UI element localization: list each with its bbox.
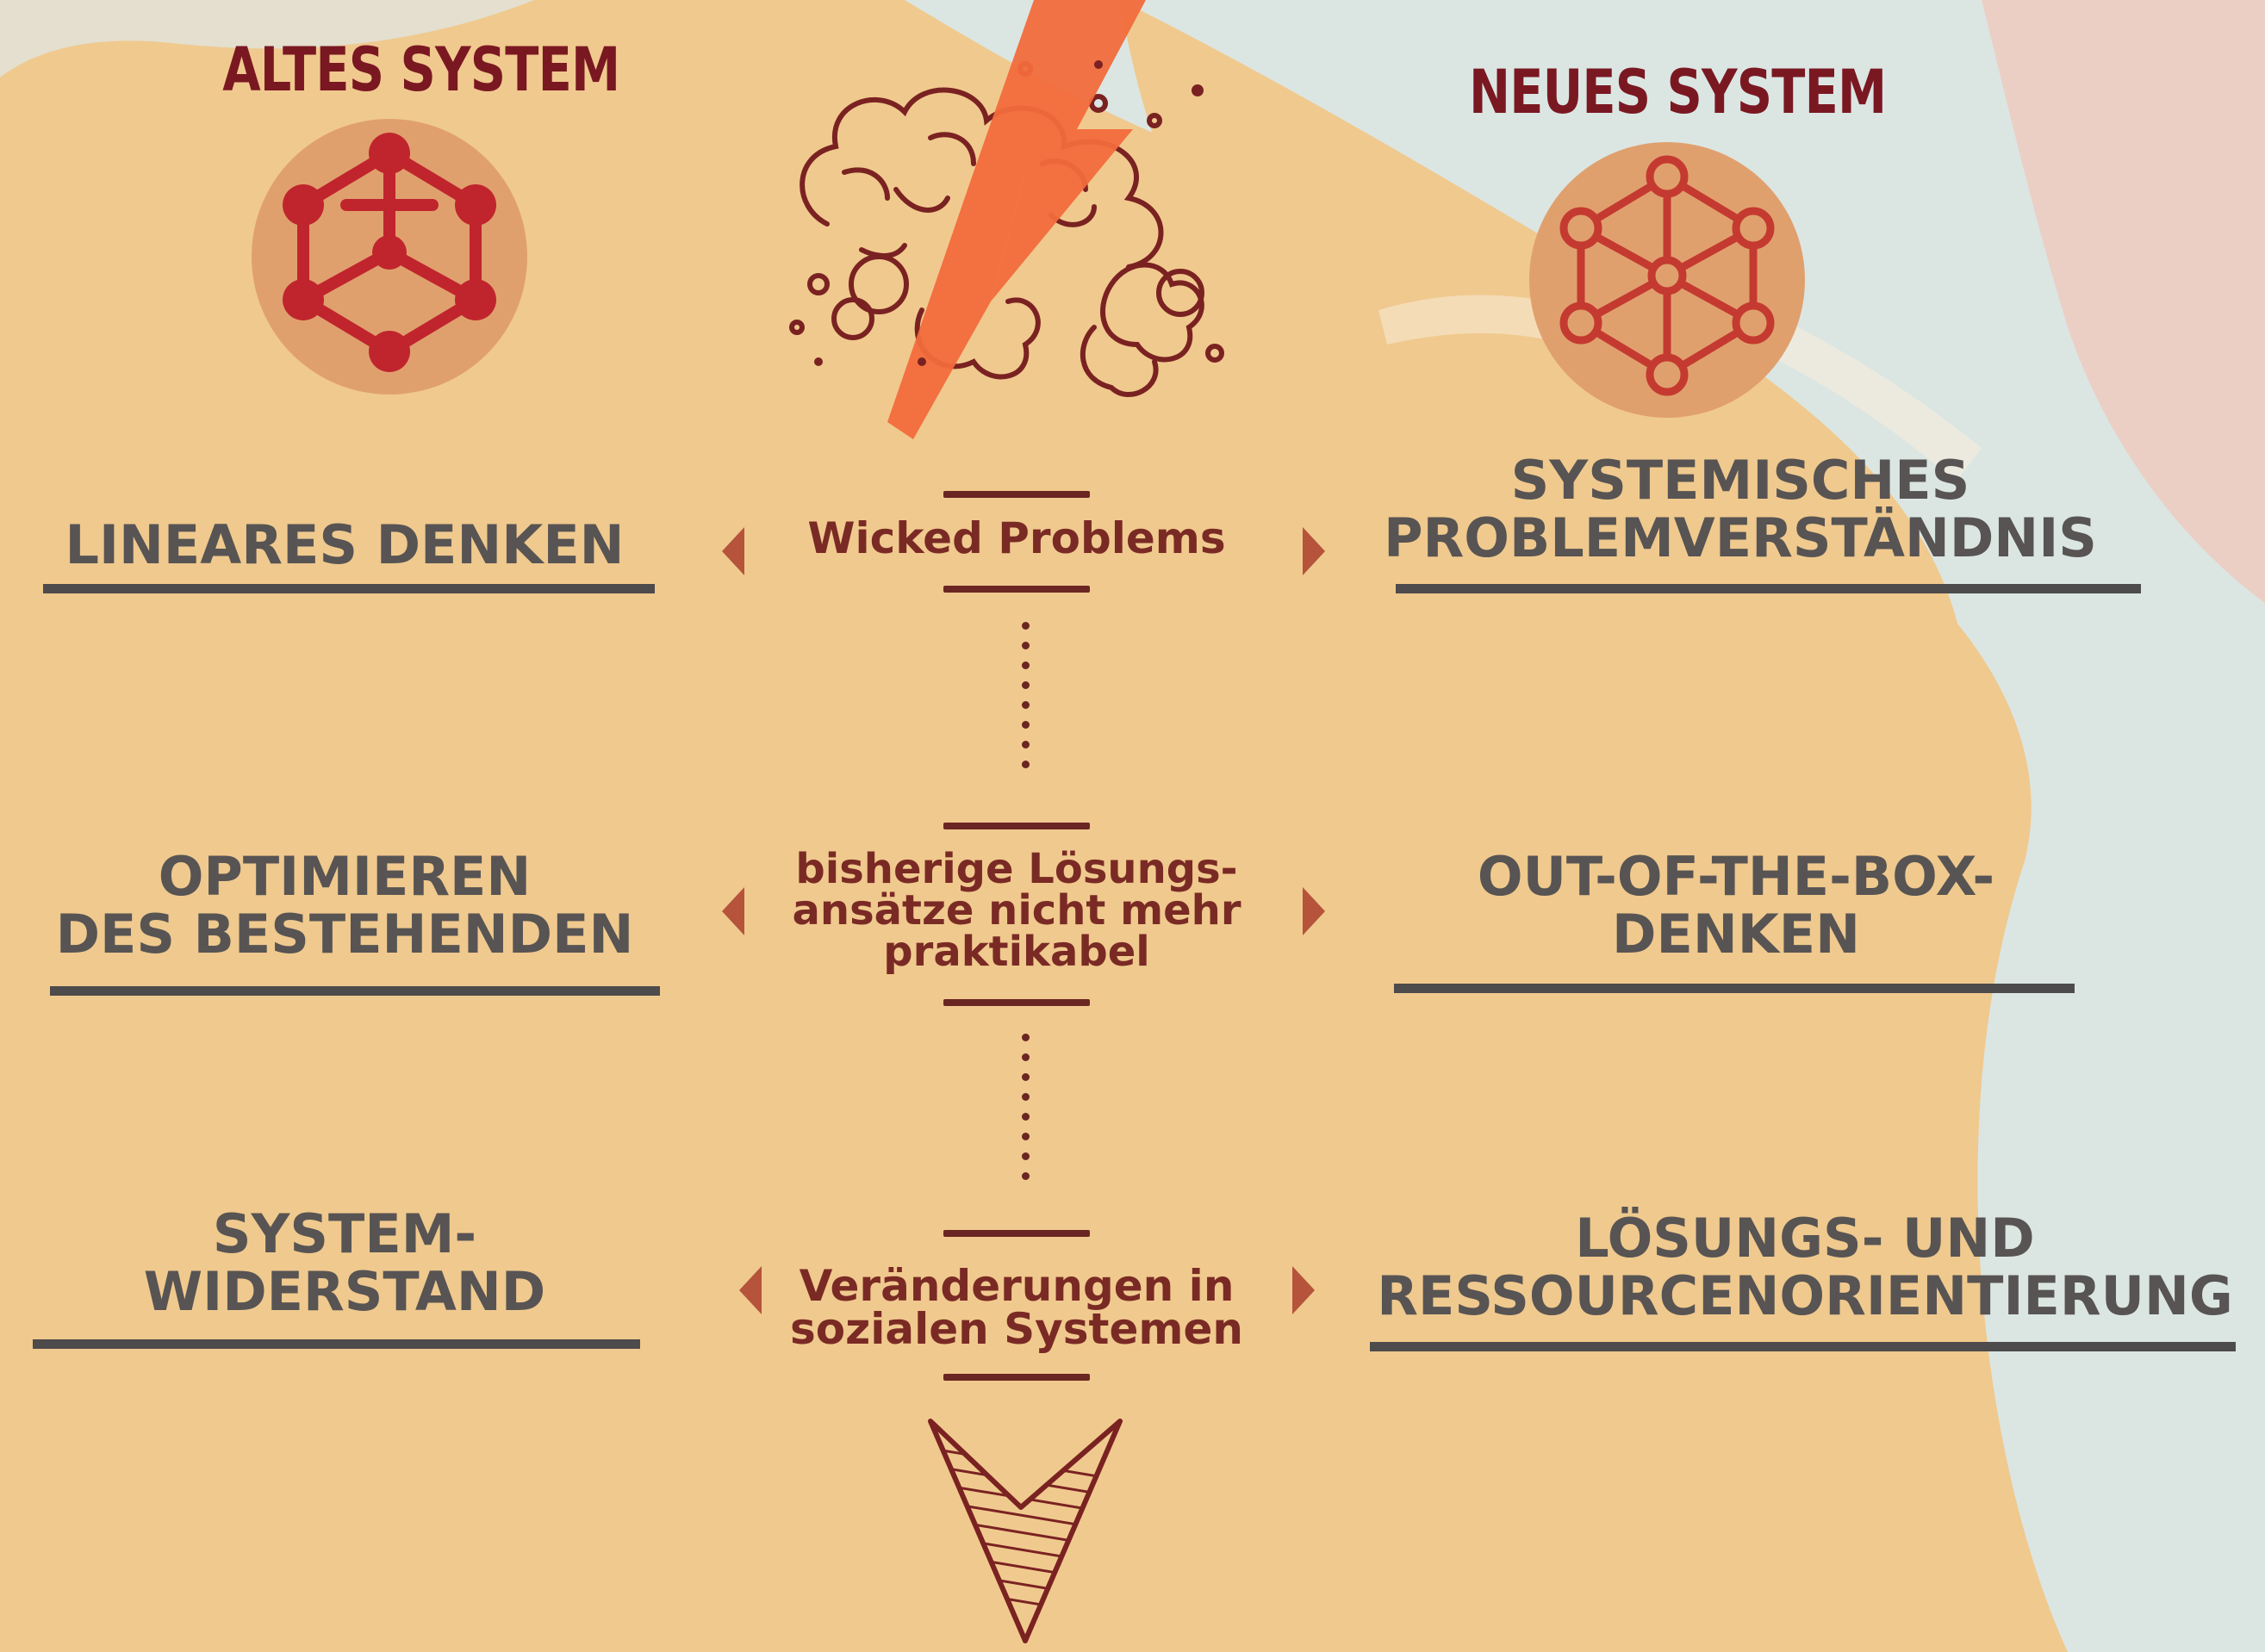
right-label-line-2: PROBLEMVERSTÄNDNIS — [1384, 506, 2097, 569]
left-label-line-2: WIDERSTAND — [143, 1259, 546, 1323]
left-column-heading: ALTES SYSTEM — [222, 34, 620, 105]
left-label-line-2: DES BESTEHENDEN — [55, 902, 634, 966]
center-top-rule-row-1 — [943, 491, 1090, 498]
center-top-rule-row-3 — [943, 1230, 1090, 1237]
right-column-heading: NEUES SYSTEM — [1469, 57, 1887, 127]
right-underline-row-3 — [1370, 1342, 2236, 1351]
left-underline-row-2 — [50, 986, 660, 996]
left-label-line-1: SYSTEM- — [212, 1202, 477, 1265]
left-arrow-row-2 — [722, 887, 744, 935]
left-arrow-row-3 — [739, 1266, 762, 1314]
right-arrow-row-3 — [1292, 1266, 1315, 1314]
center-label-line-3: praktikabel — [883, 928, 1150, 976]
right-label-line-1: SYSTEMISCHES — [1510, 449, 1970, 512]
center-bottom-rule-row-1 — [943, 586, 1090, 593]
chevron-down-arrow-icon — [928, 1419, 1123, 1643]
right-label-systemisches: SYSTEMISCHES PROBLEMVERSTÄNDNIS — [1370, 449, 2111, 569]
left-arrow-row-1 — [722, 527, 744, 575]
left-label-line-1: OPTIMIEREN — [158, 845, 532, 908]
center-label-line-2: ansätze nicht mehr — [792, 886, 1241, 935]
explosion-lightning-icon — [789, 0, 1224, 439]
center-label-line-1: Veränderungen in — [799, 1261, 1235, 1311]
right-arrow-row-2 — [1303, 887, 1325, 935]
right-label-line-1: OUT-OF-THE-BOX- — [1477, 845, 1995, 908]
molecule-network-outline-icon — [1529, 142, 1805, 418]
center-bottom-rule-row-2 — [943, 999, 1090, 1006]
right-label-line-1: LÖSUNGS- UND — [1575, 1207, 2035, 1270]
left-label-lineares-denken: LINEARES DENKEN — [65, 513, 625, 576]
center-label-veraenderungen: Veränderungen in sozialen Systemen — [758, 1264, 1275, 1351]
left-label-optimieren: OPTIMIEREN DES BESTEHENDEN — [43, 848, 646, 964]
center-label-bisherige: bisherige Lösungs- ansätze nicht mehr pr… — [758, 848, 1275, 972]
left-underline-row-1 — [43, 584, 655, 593]
center-top-rule-row-2 — [943, 823, 1090, 829]
right-label-loesungs: LÖSUNGS- UND RESSOURCENORIENTIERUNG — [1361, 1207, 2249, 1327]
right-arrow-row-1 — [1303, 527, 1325, 575]
dotted-connector-1 — [1022, 622, 1030, 780]
left-underline-row-3 — [33, 1339, 640, 1349]
center-label-line-1: bisherige Lösungs- — [795, 845, 1238, 893]
right-underline-row-1 — [1396, 584, 2141, 593]
molecule-network-icon — [252, 119, 527, 394]
dotted-connector-2 — [1022, 1034, 1030, 1192]
center-label-line-2: sozialen Systemen — [790, 1304, 1243, 1354]
center-label-wicked-problems: Wicked Problems — [807, 513, 1226, 563]
left-label-system-widerstand: SYSTEM- WIDERSTAND — [43, 1202, 646, 1323]
right-underline-row-2 — [1394, 984, 2075, 993]
right-label-line-2: RESSOURCENORIENTIERUNG — [1377, 1264, 2233, 1327]
center-bottom-rule-row-3 — [943, 1374, 1090, 1381]
right-label-line-2: DENKEN — [1612, 902, 1860, 966]
right-label-out-of-the-box: OUT-OF-THE-BOX- DENKEN — [1378, 848, 2094, 964]
